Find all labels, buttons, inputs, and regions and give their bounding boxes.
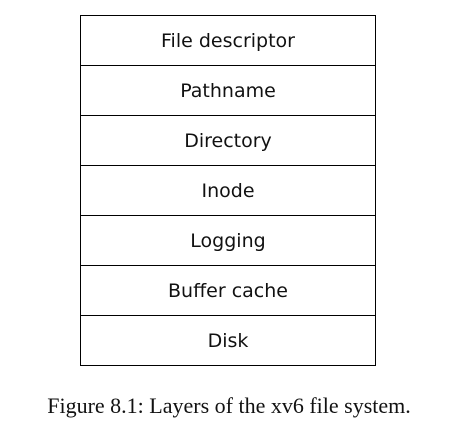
layer-inode: Inode (81, 166, 375, 216)
file-system-layer-stack: File descriptor Pathname Directory Inode… (80, 15, 376, 366)
layer-disk: Disk (207, 329, 249, 352)
layer-directory: Directory (81, 116, 375, 166)
layer-buffer-cache: Buffer cache (81, 266, 375, 316)
figure-caption: Figure 8.1: Layers of the xv6 file syste… (47, 393, 411, 418)
layer-pathname: Pathname (81, 66, 375, 116)
layer-file-descriptor: File descriptor (81, 16, 375, 66)
layer-logging: Logging (81, 216, 375, 266)
